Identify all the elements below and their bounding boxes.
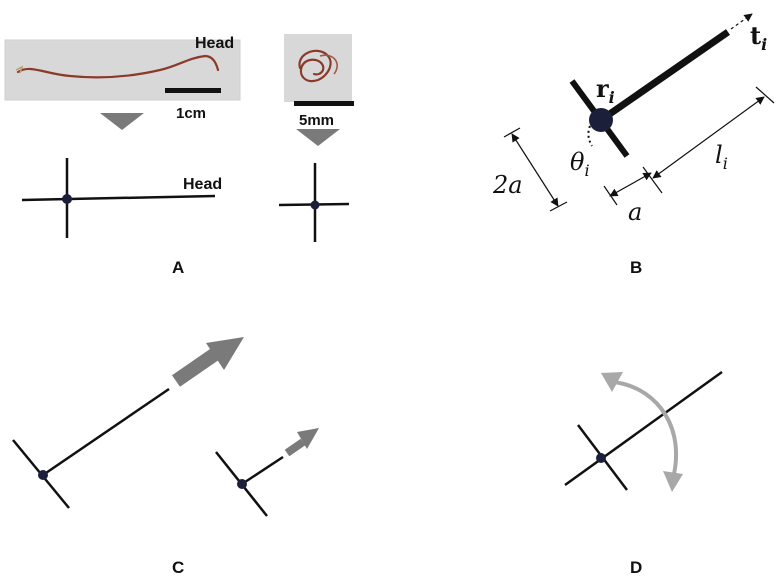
head-node	[589, 108, 613, 132]
scale-bar-1cm	[165, 88, 221, 93]
body-rod	[599, 29, 730, 123]
panel-label-d: D	[630, 558, 642, 577]
panel-b: ti ri θi li a 2a B	[492, 13, 775, 277]
two-a-length-label: 2a	[492, 171, 523, 199]
model-node	[237, 479, 247, 489]
rotation-arrow-head-icon	[601, 372, 623, 392]
model-node	[310, 200, 320, 210]
dimension-a	[603, 172, 652, 206]
tangent-arrow-icon	[730, 13, 753, 30]
model-short	[278, 163, 350, 242]
l-length-label: li	[715, 141, 728, 173]
photo-head-label: Head	[195, 35, 234, 52]
scale-label-5mm: 5mm	[299, 112, 334, 129]
panel-a: Head 1cm 5mm Head A	[4, 34, 354, 277]
scale-bar-5mm	[294, 101, 354, 106]
model-head-label: Head	[183, 176, 222, 193]
t-vector-label: ti	[750, 21, 767, 54]
worm-photo-long: Head 1cm	[4, 35, 241, 122]
dimension-2a	[503, 127, 568, 212]
down-arrow-icon	[296, 129, 340, 146]
panel-d: D	[564, 370, 723, 577]
panel-label-a: A	[172, 258, 184, 277]
model-long: Head	[21, 158, 222, 238]
scale-label-1cm: 1cm	[176, 105, 206, 122]
model-short-moving	[215, 428, 319, 517]
small-motion-arrow-icon	[297, 428, 319, 449]
angle-arc	[587, 125, 593, 147]
model-node	[38, 470, 48, 480]
r-vector-label: ri	[596, 74, 615, 107]
panel-c: C	[12, 337, 319, 577]
dimension-l	[642, 86, 775, 194]
panel-label-b: B	[630, 258, 642, 277]
large-motion-arrow-icon	[206, 337, 244, 370]
model-node	[62, 194, 72, 204]
rotation-arrow-head-icon	[663, 471, 683, 492]
a-length-label: a	[628, 198, 642, 226]
panel-label-c: C	[172, 558, 184, 577]
down-arrow-icon	[100, 113, 144, 130]
worm-photo-coiled: 5mm	[284, 34, 354, 129]
model-long-moving	[12, 337, 244, 509]
model-node	[596, 453, 606, 463]
theta-label: θi	[570, 148, 590, 180]
